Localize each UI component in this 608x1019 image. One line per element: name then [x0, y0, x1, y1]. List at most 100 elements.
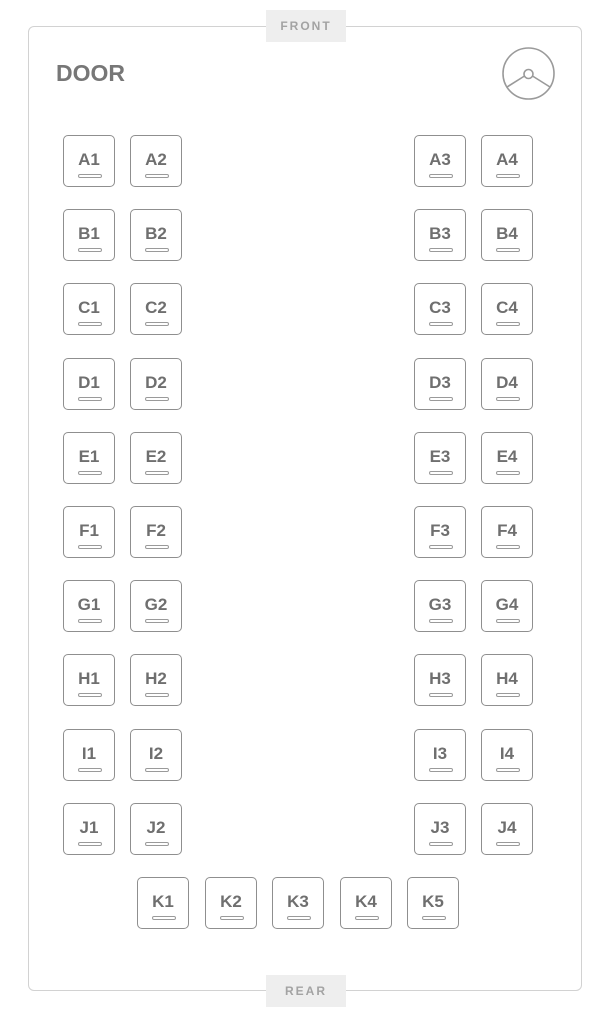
seat-button[interactable]: A2	[130, 135, 182, 187]
rear-label: REAR	[266, 975, 346, 1007]
seat-button[interactable]: E2	[130, 432, 182, 484]
seat-button[interactable]: B2	[130, 209, 182, 261]
seat-label: E4	[496, 447, 518, 466]
seat-armrest-icon	[287, 916, 311, 920]
seat-label: E3	[429, 447, 451, 466]
seat-label: C4	[496, 298, 518, 317]
seat-button[interactable]: H2	[130, 654, 182, 706]
seat-armrest-icon	[78, 619, 102, 623]
seat-armrest-icon	[429, 545, 453, 549]
seat-button[interactable]: K1	[137, 877, 189, 929]
seat-label: C2	[145, 298, 167, 317]
seat-label: B1	[78, 224, 100, 243]
seat-armrest-icon	[145, 174, 169, 178]
seat-button[interactable]: F2	[130, 506, 182, 558]
seat-armrest-icon	[78, 471, 102, 475]
seat-button[interactable]: K5	[407, 877, 459, 929]
seat-armrest-icon	[429, 174, 453, 178]
seat-label: C1	[78, 298, 100, 317]
seat-button[interactable]: F1	[63, 506, 115, 558]
seat-button[interactable]: A3	[414, 135, 466, 187]
seat-button[interactable]: C3	[414, 283, 466, 335]
seat-label: K4	[355, 892, 377, 911]
seat-button[interactable]: C4	[481, 283, 533, 335]
seat-button[interactable]: H1	[63, 654, 115, 706]
seat-label: F2	[146, 521, 166, 540]
seat-armrest-icon	[496, 471, 520, 475]
seat-armrest-icon	[78, 842, 102, 846]
seat-button[interactable]: D1	[63, 358, 115, 410]
seat-armrest-icon	[496, 619, 520, 623]
seat-button[interactable]: D4	[481, 358, 533, 410]
seat-button[interactable]: I3	[414, 729, 466, 781]
seat-button[interactable]: I4	[481, 729, 533, 781]
seat-armrest-icon	[220, 916, 244, 920]
seat-button[interactable]: B4	[481, 209, 533, 261]
seat-label: G1	[77, 595, 101, 614]
seat-label: K5	[422, 892, 444, 911]
seat-button[interactable]: I2	[130, 729, 182, 781]
seat-label: H3	[429, 669, 451, 688]
seat-armrest-icon	[429, 322, 453, 326]
seat-armrest-icon	[422, 916, 446, 920]
seat-label: C3	[429, 298, 451, 317]
seat-label: J4	[497, 818, 517, 837]
seat-armrest-icon	[496, 693, 520, 697]
seat-button[interactable]: G3	[414, 580, 466, 632]
seat-armrest-icon	[78, 768, 102, 772]
seat-button[interactable]: J3	[414, 803, 466, 855]
seat-label: I4	[499, 744, 515, 763]
seat-button[interactable]: J2	[130, 803, 182, 855]
seat-button[interactable]: E1	[63, 432, 115, 484]
seat-button[interactable]: A1	[63, 135, 115, 187]
seat-button[interactable]: F3	[414, 506, 466, 558]
seat-button[interactable]: J1	[63, 803, 115, 855]
seat-label: H1	[78, 669, 100, 688]
seat-button[interactable]: E4	[481, 432, 533, 484]
seat-label: J3	[430, 818, 450, 837]
seat-label: G3	[428, 595, 452, 614]
seat-button[interactable]: D2	[130, 358, 182, 410]
seat-label: G4	[495, 595, 519, 614]
seat-label: F4	[497, 521, 517, 540]
seat-button[interactable]: C2	[130, 283, 182, 335]
seat-armrest-icon	[496, 842, 520, 846]
seat-button[interactable]: B1	[63, 209, 115, 261]
seat-label: I1	[81, 744, 97, 763]
seat-button[interactable]: A4	[481, 135, 533, 187]
seat-armrest-icon	[78, 248, 102, 252]
seat-armrest-icon	[78, 397, 102, 401]
seat-armrest-icon	[145, 545, 169, 549]
seat-button[interactable]: E3	[414, 432, 466, 484]
seat-button[interactable]: K4	[340, 877, 392, 929]
seat-button[interactable]: J4	[481, 803, 533, 855]
seat-button[interactable]: K3	[272, 877, 324, 929]
seat-button[interactable]: H3	[414, 654, 466, 706]
seat-label: J1	[79, 818, 99, 837]
seat-button[interactable]: F4	[481, 506, 533, 558]
seat-button[interactable]: K2	[205, 877, 257, 929]
seat-button[interactable]: C1	[63, 283, 115, 335]
seat-armrest-icon	[78, 322, 102, 326]
door-label: DOOR	[56, 60, 125, 86]
seat-button[interactable]: H4	[481, 654, 533, 706]
seat-button[interactable]: G2	[130, 580, 182, 632]
seat-armrest-icon	[496, 397, 520, 401]
seat-armrest-icon	[145, 248, 169, 252]
seat-armrest-icon	[429, 768, 453, 772]
seat-button[interactable]: B3	[414, 209, 466, 261]
seat-button[interactable]: D3	[414, 358, 466, 410]
seat-label: B2	[145, 224, 167, 243]
seat-armrest-icon	[496, 174, 520, 178]
steering-wheel-icon	[502, 47, 555, 100]
seat-armrest-icon	[145, 768, 169, 772]
seat-button[interactable]: I1	[63, 729, 115, 781]
seat-label: K2	[220, 892, 242, 911]
seat-armrest-icon	[145, 322, 169, 326]
seat-label: B4	[496, 224, 518, 243]
seat-label: D4	[496, 373, 518, 392]
seat-button[interactable]: G1	[63, 580, 115, 632]
seat-button[interactable]: G4	[481, 580, 533, 632]
seat-label: F1	[79, 521, 99, 540]
